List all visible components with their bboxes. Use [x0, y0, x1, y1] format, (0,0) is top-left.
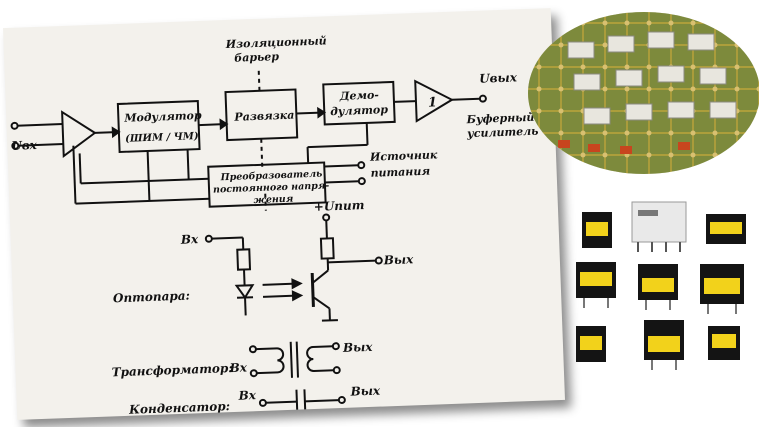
transformer-secondary-icon [307, 346, 334, 371]
modulator-label-1: Модулятор [123, 109, 202, 125]
converter-label-3: жения [253, 194, 294, 206]
optocoupler-label: Оптопара: [113, 289, 190, 306]
demodulator-label-1: Демо- [338, 88, 379, 102]
barrier-label-2: барьер [234, 50, 279, 65]
power-source-label-1: Источник [369, 148, 438, 164]
capacitor-icon [296, 390, 297, 414]
transformer-label: Трансформатор: [111, 361, 233, 379]
isolation-amplifier-diagram: Изоляционный барьер Uвх Модулятор (ШИМ /… [3, 8, 565, 420]
amp-symbol: 1 [428, 95, 438, 110]
transformer-vx-label: Вх [228, 360, 248, 375]
transformer-icon [582, 212, 612, 248]
power-source-label-2: питания [370, 165, 430, 180]
opto-vyx-label: Вых [383, 252, 415, 267]
schematic-paper: Изоляционный барьер Uвх Модулятор (ШИМ /… [3, 8, 565, 420]
demodulator-label-2: дулятор [330, 103, 388, 118]
capacitor-vx-label: Вх [237, 388, 257, 403]
transformer-vyx-label: Вых [342, 340, 374, 355]
upit-label: +Uпит [314, 198, 365, 214]
capacitor-label: Конденсатор: [128, 399, 230, 417]
transformer-components-photo [572, 198, 752, 388]
barrier-label-1: Изоляционный [225, 34, 327, 51]
pcb-board-photo [528, 12, 759, 174]
modulator-label-2: (ШИМ / ЧМ) [125, 131, 199, 145]
u-out-label: Uвых [479, 70, 518, 85]
isolation-label: Развязка [233, 109, 294, 124]
led-icon [237, 285, 253, 298]
opto-vx-label: Вх [180, 232, 200, 247]
buffer-amp-label-2: усилитель [466, 125, 539, 141]
capacitor-vyx-label: Вых [349, 384, 381, 399]
input-amplifier-icon [62, 111, 96, 156]
few-pf-label: Несколько пФ [262, 412, 355, 420]
buffer-amp-label-1: Буферный [465, 111, 534, 127]
transformer-primary-icon [256, 348, 284, 373]
u-in-label: Uвх [11, 138, 38, 153]
phototransistor-icon [312, 273, 313, 307]
